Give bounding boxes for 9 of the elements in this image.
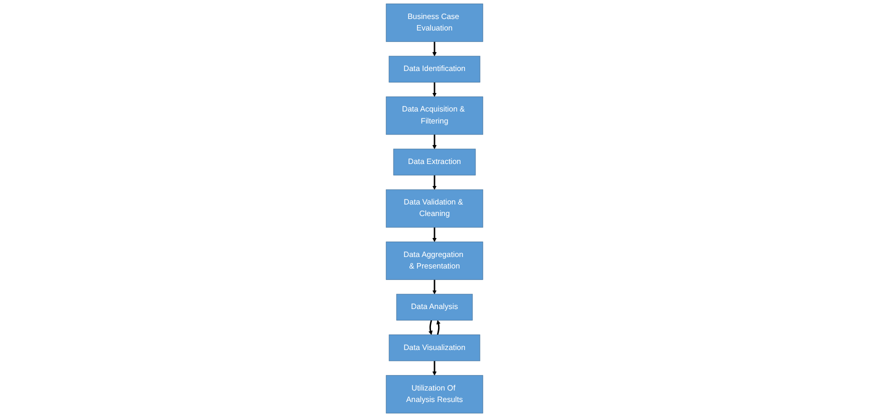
arrow xyxy=(432,42,437,56)
arrow xyxy=(432,82,437,97)
arrow xyxy=(432,360,437,376)
arrow xyxy=(432,134,437,150)
arrow xyxy=(432,227,437,242)
arrow xyxy=(432,280,437,294)
arrow xyxy=(436,320,441,335)
arrow xyxy=(432,175,437,190)
arrow xyxy=(428,320,433,335)
